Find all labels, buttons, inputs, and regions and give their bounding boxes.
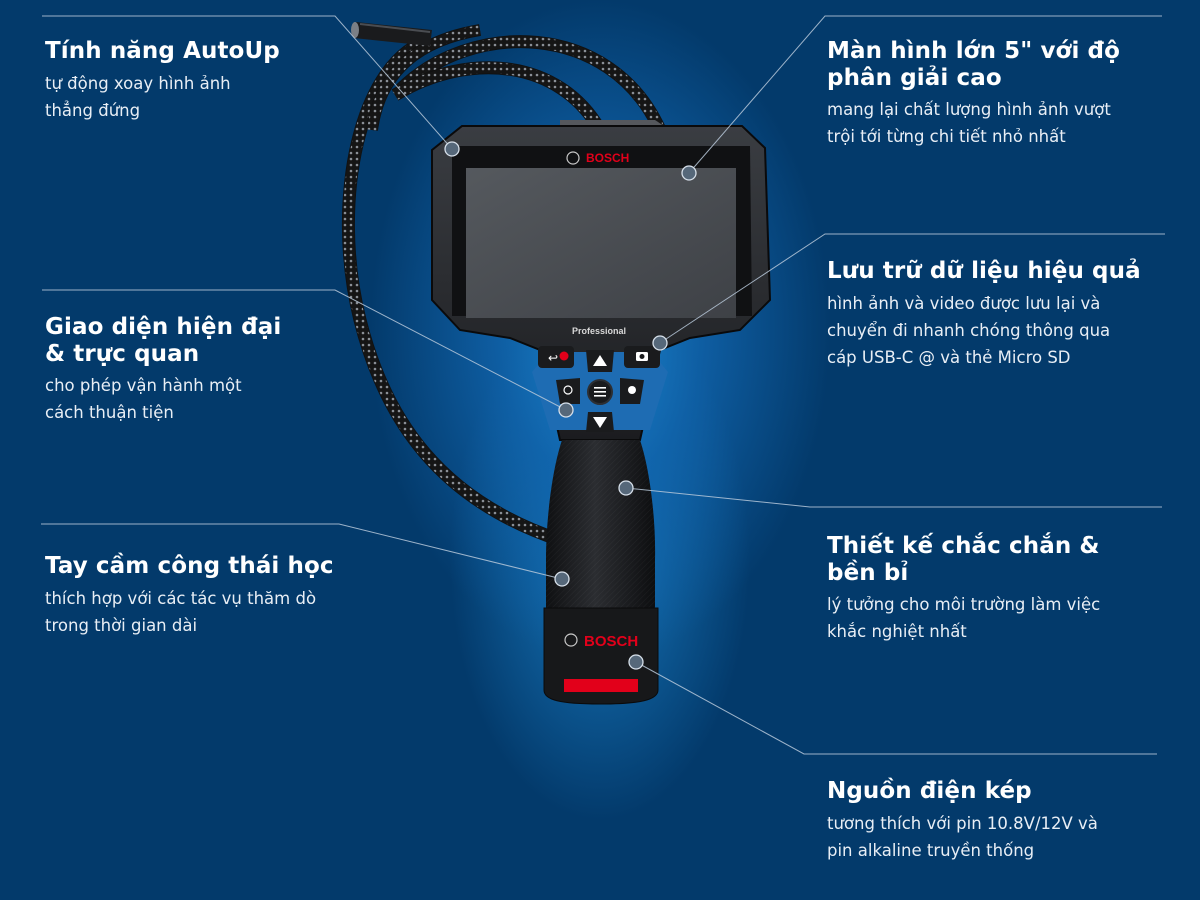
feature-title: Lưu trữ dữ liệu hiệu quả [827,258,1141,284]
feature-desc-line: cáp USB-C @ và thẻ Micro SD [827,348,1071,367]
feature-power: Nguồn điện kép tương thích với pin 10.8V… [827,778,1098,864]
probe-tip [351,22,432,46]
feature-desc-line: tương thích với pin 10.8V/12V và [827,814,1098,833]
feature-storage: Lưu trữ dữ liệu hiệu quả hình ảnh và vid… [827,258,1141,371]
control-panel: ↩ [532,346,668,432]
battery-red-stripe [564,679,638,692]
feature-title-line: Thiết kế chắc chắn & [827,533,1100,559]
feature-desc-line: thích hợp với các tác vụ thăm dò [45,589,317,608]
feature-title-line: phân giải cao [827,65,1002,91]
feature-title: Tính năng AutoUp [45,38,280,64]
handle-grip [546,440,656,612]
menu-button [587,379,613,405]
battery-pack: BOSCH [543,607,659,705]
feature-desc-line: pin alkaline truyền thống [827,841,1035,860]
feature-desc-line: cho phép vận hành một [45,376,242,395]
feature-desc-line: trong thời gian dài [45,616,198,635]
up-button [586,350,614,372]
feature-title: Thiết kế chắc chắn & bền bỉ [827,533,1100,587]
svg-text:↩: ↩ [548,351,558,365]
feature-title-line: Giao diện hiện đại [45,314,282,340]
feature-title: Màn hình lớn 5" với độ phân giải cao [827,38,1120,92]
light-dim-button [556,378,580,404]
feature-desc-line: khắc nghiệt nhất [827,622,967,641]
down-button [586,412,614,432]
feature-desc-line: cách thuận tiện [45,403,174,422]
feature-autoup: Tính năng AutoUp tự động xoay hình ảnh t… [45,38,280,124]
feature-interface: Giao diện hiện đại & trực quan cho phép … [45,314,281,426]
feature-desc-line: thẳng đứng [45,101,141,120]
feature-title: Giao diện hiện đại & trực quan [45,314,281,368]
feature-grip: Tay cầm công thái học thích hợp với các … [45,553,334,639]
feature-title: Tay cầm công thái học [45,553,334,579]
feature-durable: Thiết kế chắc chắn & bền bỉ lý tưởng cho… [827,533,1100,645]
light-bright-button [620,378,644,404]
camera-button [624,346,660,368]
feature-desc-line: lý tưởng cho môi trường làm việc [827,595,1101,614]
bosch-logo-top: BOSCH [586,151,629,165]
professional-label: Professional [572,326,626,336]
bosch-logo-battery: BOSCH [584,633,638,650]
feature-screen: Màn hình lớn 5" với độ phân giải cao man… [827,38,1120,150]
back-power-button: ↩ [538,346,574,368]
feature-title-line: Màn hình lớn 5" với độ [827,38,1121,64]
feature-desc-line: tự động xoay hình ảnh [45,74,231,93]
display-screen [466,168,736,318]
feature-desc-line: chuyển đi nhanh chóng thông qua [827,321,1111,340]
feature-desc-line: trội tới từng chi tiết nhỏ nhất [827,127,1066,146]
feature-desc-line: hình ảnh và video được lưu lại và [827,294,1101,313]
feature-title-line: & trực quan [45,341,200,367]
feature-desc-line: mang lại chất lượng hình ảnh vượt [827,100,1111,119]
feature-title-line: bền bỉ [827,560,909,586]
feature-title: Nguồn điện kép [827,778,1032,804]
